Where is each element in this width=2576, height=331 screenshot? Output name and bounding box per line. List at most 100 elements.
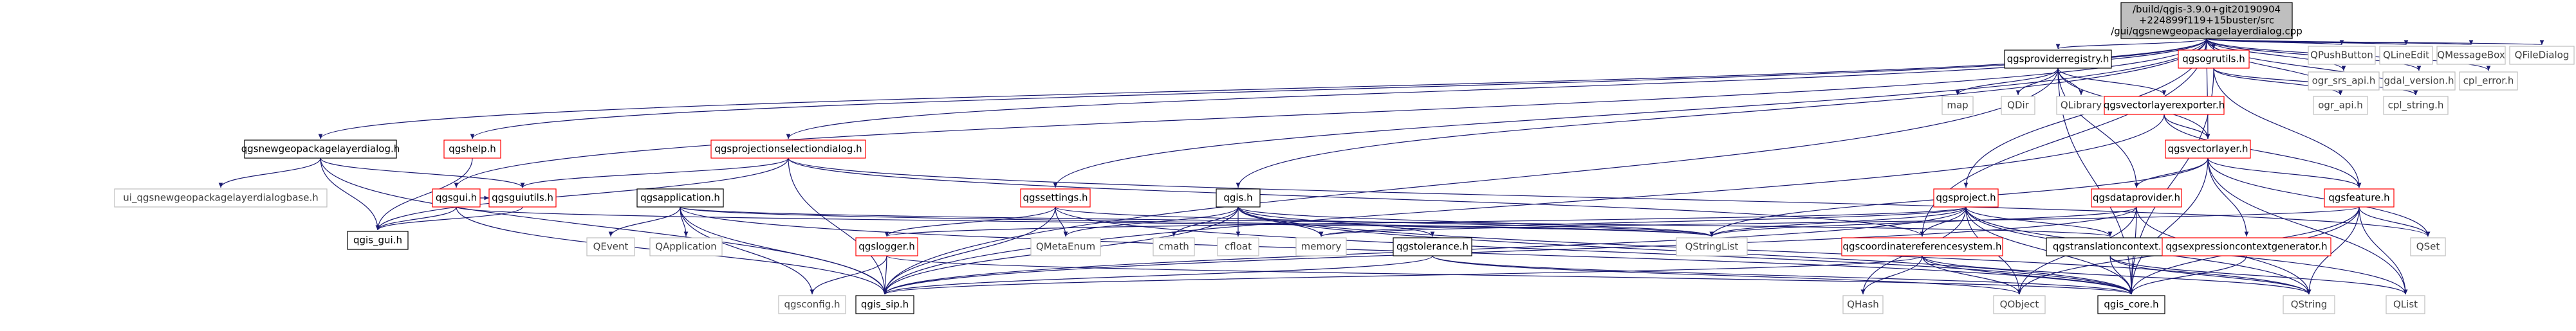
node-qlibrary[interactable]: QLibrary bbox=[2056, 96, 2106, 115]
node-label: QLibrary bbox=[2061, 100, 2102, 111]
node-label: qgsproviderregistry.h bbox=[2007, 53, 2109, 65]
edge-qgsogrutils-to-ogr_api bbox=[2213, 67, 2343, 96]
node-qgsguiutils[interactable]: qgsguiutils.h bbox=[488, 188, 557, 208]
node-ui_qgsnewgeopackagelayerdialogbase[interactable]: ui_qgsnewgeopackagelayerdialogbase.h bbox=[114, 188, 328, 208]
node-label: qgsdataprovider.h bbox=[2093, 192, 2180, 204]
node-qmetaenum[interactable]: QMetaEnum bbox=[1030, 237, 1101, 256]
edge-qgsvectorlayer-to-qset bbox=[2207, 157, 2431, 237]
node-map[interactable]: map bbox=[1941, 96, 1974, 115]
node-cpl_string[interactable]: cpl_string.h bbox=[2383, 96, 2449, 115]
edge-root-to-qgsproviderregistry bbox=[2055, 38, 2207, 49]
node-qgsprojectionselectiondialog[interactable]: qgsprojectionselectiondialog.h bbox=[710, 139, 866, 159]
node-label: cpl_error.h bbox=[2463, 75, 2514, 87]
edge-qgsproviderregistry-to-map bbox=[1955, 67, 2059, 96]
node-box bbox=[1216, 188, 1261, 208]
node-qset[interactable]: QSet bbox=[2410, 237, 2446, 256]
node-box bbox=[1295, 237, 1347, 256]
node-qgshelp[interactable]: qgshelp.h bbox=[443, 139, 501, 159]
node-label: QHash bbox=[1847, 299, 1879, 310]
node-label: qgsnewgeopackagelayerdialog.h bbox=[241, 143, 400, 155]
node-box bbox=[2091, 188, 2182, 208]
node-qgis_core[interactable]: qgis_core.h bbox=[2097, 295, 2165, 314]
node-box bbox=[649, 237, 723, 256]
node-box bbox=[244, 139, 397, 159]
node-label: qgslogger.h bbox=[858, 241, 915, 253]
node-box bbox=[347, 231, 409, 250]
node-qgsgui[interactable]: qgsgui.h bbox=[432, 188, 481, 208]
node-label: +224899f119+15buster/src bbox=[2139, 15, 2274, 26]
node-memory[interactable]: memory bbox=[1295, 237, 1347, 256]
node-qgslogger[interactable]: qgslogger.h bbox=[855, 237, 918, 256]
node-box bbox=[2379, 46, 2433, 65]
node-cpl_error[interactable]: cpl_error.h bbox=[2459, 71, 2518, 91]
node-label: /build/qgis-3.9.0+git20190904 bbox=[2133, 4, 2281, 15]
node-qapplication[interactable]: QApplication bbox=[649, 237, 723, 256]
node-qstringlist[interactable]: QStringList bbox=[1676, 237, 1748, 256]
node-label: qgsproject.h bbox=[1936, 192, 1996, 204]
node-qgis_gui[interactable]: qgis_gui.h bbox=[347, 231, 409, 250]
node-box bbox=[488, 188, 557, 208]
edge-qgstranslationcontext-to-qgis_core bbox=[2109, 255, 2134, 295]
node-qgstolerance[interactable]: qgstolerance.h bbox=[1393, 237, 1472, 256]
node-qgsexpressioncontextgenerator[interactable]: qgsexpressioncontextgenerator.h bbox=[2162, 237, 2331, 256]
edge-qgstranslationcontext-to-qstring bbox=[2109, 255, 2312, 295]
node-label: cfloat bbox=[1225, 241, 1252, 253]
node-qgsdataprovider[interactable]: qgsdataprovider.h bbox=[2091, 188, 2182, 208]
node-box bbox=[1676, 237, 1748, 256]
edge-qgsfeature-to-qset bbox=[2358, 206, 2431, 237]
node-gdal_version[interactable]: gdal_version.h bbox=[2382, 71, 2456, 91]
node-qgsproject[interactable]: qgsproject.h bbox=[1933, 188, 1999, 208]
node-box bbox=[2120, 2, 2293, 39]
node-box bbox=[2308, 71, 2380, 91]
edge-qgscoordinatereferencesystem-to-qobject bbox=[1922, 255, 2022, 295]
node-qgscoordinatereferencesystem[interactable]: qgscoordinatereferencesystem.h bbox=[1841, 237, 2003, 256]
node-qevent[interactable]: QEvent bbox=[586, 237, 635, 256]
node-qfiledialog[interactable]: QFileDialog bbox=[2509, 46, 2575, 65]
node-label: ui_qgsnewgeopackagelayerdialogbase.h bbox=[123, 192, 318, 204]
edge-qgsnewgeopackagelayerdialog-to-qgis_gui bbox=[320, 157, 380, 231]
node-ogr_srs_api[interactable]: ogr_srs_api.h bbox=[2308, 71, 2380, 91]
edge-qgscoordinatereferencesystem-to-qgis_sip bbox=[883, 255, 1923, 295]
node-qgstranslationcontext[interactable]: qgstranslationcontext.h bbox=[2046, 237, 2174, 256]
edge-root-to-qgis bbox=[1236, 38, 2207, 188]
node-box bbox=[586, 237, 635, 256]
node-qdir[interactable]: QDir bbox=[2001, 96, 2035, 115]
node-label: QFileDialog bbox=[2515, 49, 2570, 61]
node-qgsproviderregistry[interactable]: qgsproviderregistry.h bbox=[2004, 49, 2112, 69]
node-qlist[interactable]: QList bbox=[2386, 295, 2425, 314]
node-qgis_sip[interactable]: qgis_sip.h bbox=[855, 295, 914, 314]
node-qgsapplication[interactable]: qgsapplication.h bbox=[636, 188, 724, 208]
node-ogr_api[interactable]: ogr_api.h bbox=[2313, 96, 2368, 115]
node-qobject[interactable]: QObject bbox=[1993, 295, 2046, 314]
node-qgsvectorlayerexporter[interactable]: qgsvectorlayerexporter.h bbox=[2104, 96, 2225, 115]
node-root[interactable]: /build/qgis-3.9.0+git20190904+224899f119… bbox=[2111, 2, 2303, 39]
edge-qgstranslationcontext-to-qlist bbox=[2109, 255, 2408, 295]
node-qgsogrutils[interactable]: qgsogrutils.h bbox=[2178, 49, 2250, 69]
node-box bbox=[2097, 295, 2165, 314]
edge-qgsapplication-to-qgsconfig bbox=[680, 206, 815, 295]
node-label: QString bbox=[2291, 299, 2328, 310]
edge-qgsproject-to-qgscoordinatereferencesystem bbox=[1920, 206, 1967, 237]
edge-qgsvectorlayer-to-qgsdataprovider bbox=[2134, 157, 2209, 188]
node-cmath[interactable]: cmath bbox=[1153, 237, 1195, 256]
node-qgsconfig[interactable]: qgsconfig.h bbox=[778, 295, 846, 314]
node-qgsvectorlayer[interactable]: qgsvectorlayer.h bbox=[2165, 139, 2251, 159]
edge-qgsnewgeopackagelayerdialog-to-ui_qgsnewgeopackagelayerdialogbase bbox=[218, 157, 321, 188]
node-qlineedit[interactable]: QLineEdit bbox=[2379, 46, 2433, 65]
node-box bbox=[2283, 295, 2335, 314]
node-qgis[interactable]: qgis.h bbox=[1216, 188, 1261, 208]
node-qpushbutton[interactable]: QPushButton bbox=[2308, 46, 2376, 65]
node-box bbox=[2436, 46, 2506, 65]
edge-qgsproject-to-qgslogger bbox=[885, 206, 1967, 237]
node-qstring[interactable]: QString bbox=[2283, 295, 2335, 314]
node-label: qgsfeature.h bbox=[2328, 192, 2389, 204]
node-qgsfeature[interactable]: qgsfeature.h bbox=[2324, 188, 2395, 208]
edge-qgssettings-to-qgslogger bbox=[884, 206, 1056, 237]
node-label: qgis_gui.h bbox=[353, 235, 402, 247]
node-qgsnewgeopackagelayerdialog[interactable]: qgsnewgeopackagelayerdialog.h bbox=[241, 139, 400, 159]
node-qgssettings[interactable]: qgssettings.h bbox=[1020, 188, 1091, 208]
node-qmessagebox[interactable]: QMessageBox bbox=[2436, 46, 2506, 65]
node-qhash[interactable]: QHash bbox=[1842, 295, 1884, 314]
edge-qgstolerance-to-qgis_core bbox=[1432, 255, 2134, 295]
node-cfloat[interactable]: cfloat bbox=[1217, 237, 1259, 256]
